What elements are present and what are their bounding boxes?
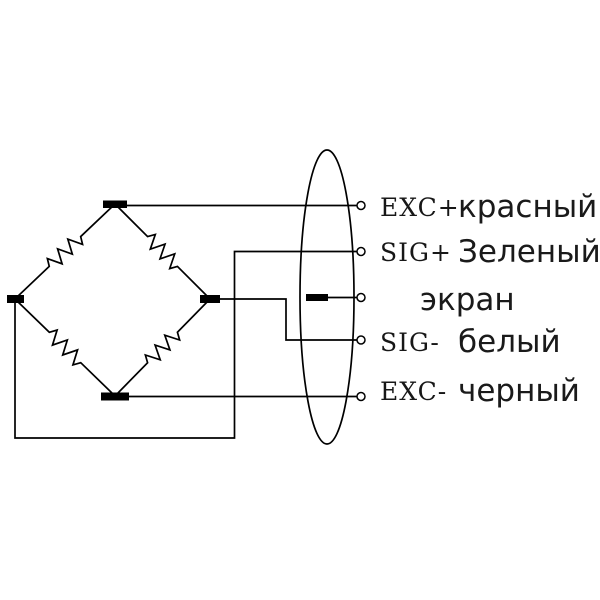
wire-color-red: красный (458, 189, 598, 225)
signal-name-exc-plus: EXC+ (380, 192, 460, 222)
terminal-sig-plus (356, 246, 366, 257)
wire-sig-plus (14, 250, 357, 439)
resistor-bottom-left (9, 293, 121, 402)
wire-sig-minus (210, 298, 357, 341)
bridge-node-left (7, 295, 24, 303)
wire-color-white: белый (458, 324, 561, 360)
resistor-top-left (9, 198, 121, 305)
bridge-node-top (103, 200, 127, 208)
resistor-bottom-right (109, 293, 216, 402)
shield-conductor-bar (306, 294, 328, 301)
terminal-sig-minus (356, 335, 366, 345)
bridge-node-bottom (101, 392, 129, 401)
signal-name-sig-plus: SIG+ (380, 237, 452, 267)
wire-color-green: Зеленый (458, 234, 600, 270)
signal-name-exc-minus: EXC- (380, 376, 448, 406)
bridge-node-right (200, 295, 220, 303)
terminal-shield (356, 292, 366, 303)
terminal-label-exc-minus: EXC- черный (380, 371, 580, 411)
signal-name-sig-minus: SIG- (380, 327, 440, 357)
wire-color-shield: экран (420, 282, 515, 318)
terminal-label-shield: экран (420, 280, 515, 320)
resistor-top-right (109, 198, 216, 305)
terminal-label-sig-plus: SIG+ Зеленый (380, 232, 600, 272)
terminal-label-sig-minus: SIG- белый (380, 322, 561, 362)
terminal-exc-plus (356, 200, 366, 211)
wire-color-black: черный (458, 373, 580, 409)
terminal-label-exc-plus: EXC+ красный (380, 187, 597, 227)
terminal-exc-minus (356, 391, 366, 402)
